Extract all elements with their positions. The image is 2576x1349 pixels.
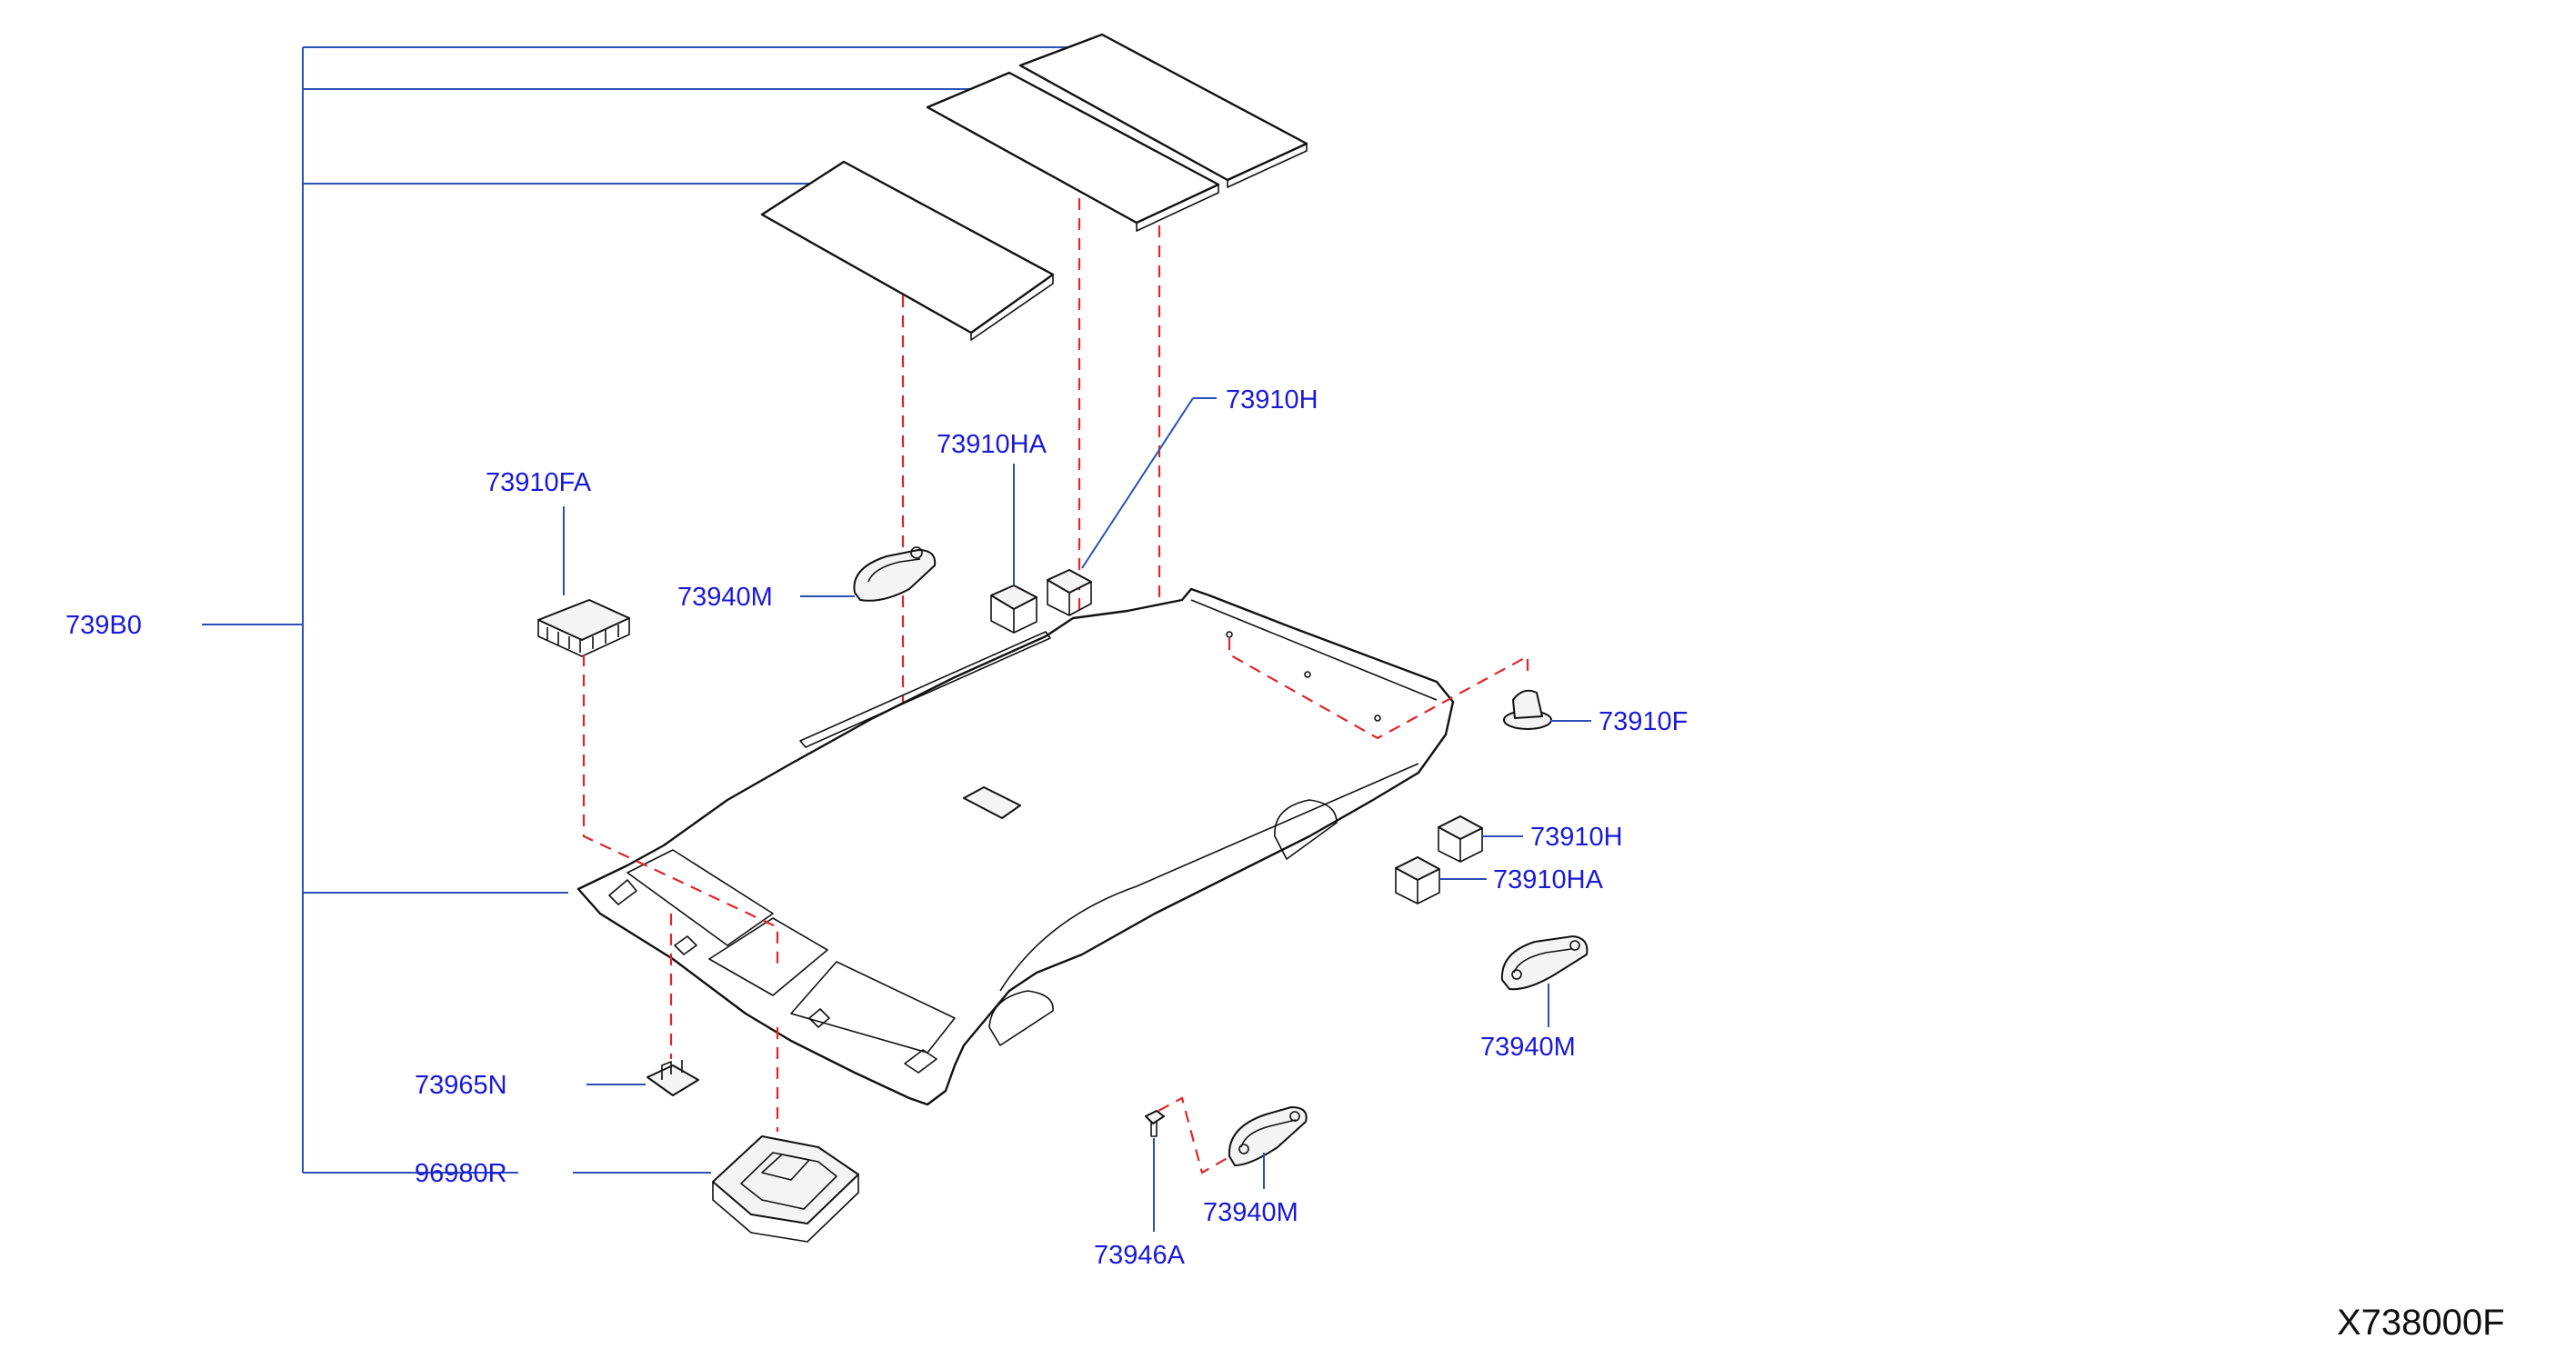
roof-panel-rear <box>1018 33 1308 188</box>
screw-73946a <box>1145 1110 1165 1232</box>
label-assembly: 739B0 <box>65 611 142 640</box>
pad-73910h-right <box>1438 815 1523 863</box>
label-clip-pad-left: 73910FA <box>486 468 592 497</box>
holder-clip-73965n <box>586 1060 699 1096</box>
pad-73910ha-right <box>1395 856 1487 904</box>
label-pad-ha-right: 73910HA <box>1493 865 1604 894</box>
label-assist-grip-right: 73940M <box>1480 1033 1576 1062</box>
label-assist-grip-top: 73940M <box>677 583 773 612</box>
label-pad-ha-top: 73910HA <box>937 430 1047 459</box>
clip-pad-73910fa <box>537 506 630 657</box>
roof-panel-middle <box>926 71 1220 232</box>
label-holder-clip: 73965N <box>415 1071 507 1100</box>
label-assist-grip-bottom: 73940M <box>1203 1198 1298 1227</box>
assembly-bracket <box>202 46 1073 1174</box>
label-clip-right: 73910F <box>1599 707 1688 736</box>
label-room-lamp: 96980R <box>415 1159 507 1188</box>
roof-panel-front <box>760 160 1055 341</box>
assist-grip-bottom <box>1228 1106 1308 1189</box>
assist-grip-right <box>1500 935 1589 1027</box>
clip-73910f <box>1503 689 1591 730</box>
label-pad-h-right: 73910H <box>1530 823 1623 852</box>
pad-73910h-top <box>1047 397 1217 616</box>
assist-grip-top <box>800 546 937 602</box>
reference-code: X738000F <box>2337 1303 2505 1343</box>
headlining-shell <box>576 587 1455 1106</box>
pad-73910ha-top <box>990 464 1037 634</box>
label-pad-h-top: 73910H <box>1226 385 1318 415</box>
room-lamp-96980r <box>573 1135 859 1243</box>
label-screw: 73946A <box>1094 1241 1186 1270</box>
